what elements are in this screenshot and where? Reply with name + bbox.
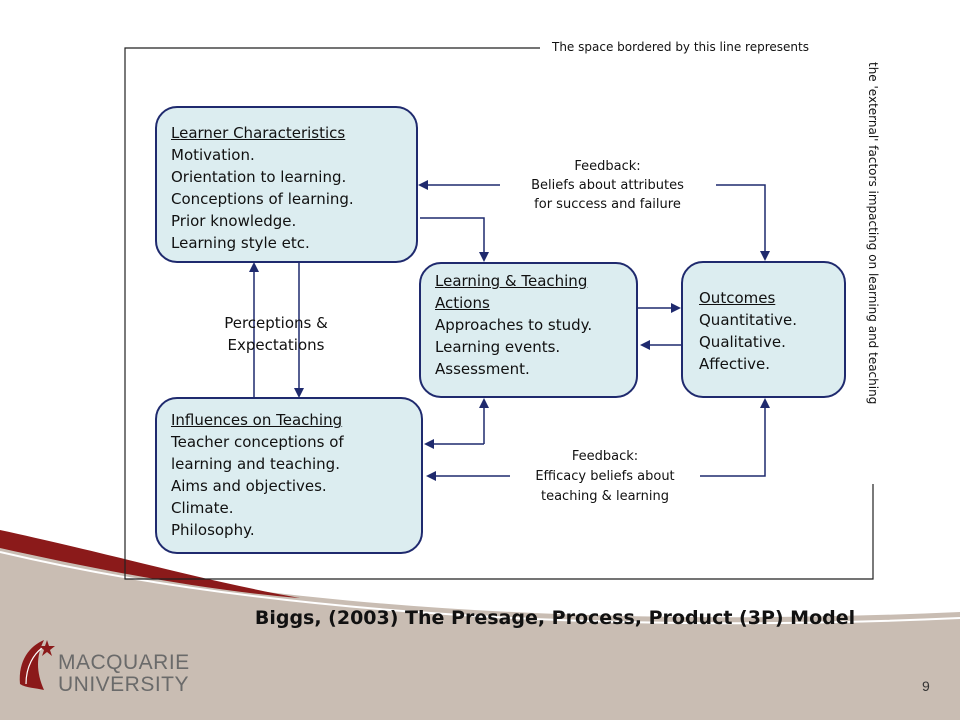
feedback-bottom-line: teaching & learning — [541, 489, 669, 504]
macquarie-logo-text: MACQUARIE UNIVERSITY — [58, 652, 190, 696]
feedback-bottom-arrow-to-outcomes — [700, 398, 770, 477]
influence-item: Aims and objectives. — [171, 477, 327, 495]
outcomes-title: Outcomes — [699, 289, 776, 307]
actions-title-line: Learning & Teaching — [435, 272, 588, 290]
influence-item: learning and teaching. — [171, 455, 340, 473]
feedback-top-line: Beliefs about attributes — [531, 178, 684, 193]
citation-title: Biggs, (2003) The Presage, Process, Prod… — [254, 607, 856, 629]
actions-title-line: Actions — [435, 294, 490, 312]
influence-item: Climate. — [171, 499, 234, 517]
learner-characteristic-item: Conceptions of learning. — [171, 190, 354, 208]
footer-red-swoosh — [0, 530, 300, 598]
external-factors-border — [124, 47, 874, 580]
action-item: Assessment. — [435, 360, 530, 378]
feedback-top-line: Feedback: — [574, 159, 641, 174]
feedback-bottom-line: Feedback: — [571, 449, 639, 464]
influences-on-teaching-box: Influences on Teaching Teacher conceptio… — [155, 397, 423, 554]
learning-teaching-actions-box: Learning & Teaching Actions Approaches t… — [419, 262, 638, 398]
learner-to-actions-arrow — [420, 217, 489, 262]
outcome-item: Affective. — [699, 355, 770, 373]
feedback-bottom-line: Efficacy beliefs about — [535, 469, 675, 484]
influences-on-teaching-title: Influences on Teaching — [171, 411, 343, 429]
feedback-top-label: Feedback: Beliefs about attributes for s… — [490, 157, 725, 214]
page-number: 9 — [922, 678, 930, 694]
influence-item: Philosophy. — [171, 521, 255, 539]
border-note-top: The space bordered by this line represen… — [552, 40, 809, 54]
outcomes-box: Outcomes Quantitative. Qualitative. Affe… — [681, 261, 846, 398]
learner-characteristic-item: Orientation to learning. — [171, 168, 347, 186]
border-note-side: the 'external' factors impacting on lear… — [866, 62, 880, 405]
footer-white-line — [0, 551, 960, 625]
outcome-item: Quantitative. — [699, 311, 798, 329]
learner-characteristic-item: Prior knowledge. — [171, 212, 297, 230]
influence-item: Teacher conceptions of — [171, 433, 344, 451]
learner-characteristics-title: Learner Characteristics — [171, 124, 346, 142]
logo-line-university: UNIVERSITY — [58, 673, 190, 696]
feedback-bottom-label: Feedback: Efficacy beliefs about teachin… — [500, 447, 710, 507]
outcome-item: Qualitative. — [699, 333, 786, 351]
macquarie-logo-mark — [19, 640, 55, 690]
perceptions-expectations-label: Perceptions & Expectations — [196, 312, 356, 356]
feedback-top-arrow-to-outcomes — [716, 184, 770, 261]
learner-characteristics-box: Learner Characteristics Motivation. Orie… — [155, 106, 418, 263]
perceptions-label-line: Expectations — [227, 336, 325, 354]
perceptions-label-line: Perceptions & — [224, 314, 328, 332]
learner-characteristic-item: Learning style etc. — [171, 234, 310, 252]
logo-line-macquarie: MACQUARIE — [58, 651, 190, 674]
learner-characteristic-item: Motivation. — [171, 146, 255, 164]
feedback-top-line: for success and failure — [534, 197, 681, 212]
action-item: Approaches to study. — [435, 316, 593, 334]
action-item: Learning events. — [435, 338, 561, 356]
